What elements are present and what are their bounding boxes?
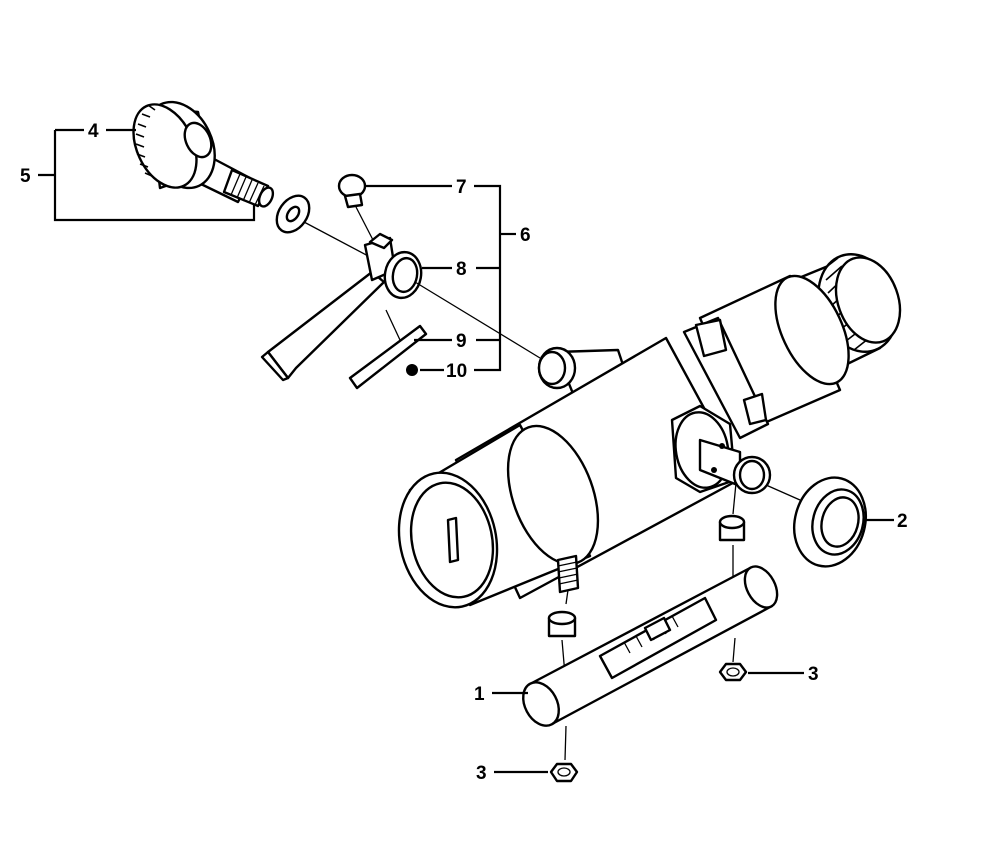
callout-4: 4 <box>88 121 99 142</box>
scope-body <box>397 253 902 609</box>
assembly-line <box>303 221 373 259</box>
spacer-upper <box>718 514 746 542</box>
assembly-line <box>414 281 541 359</box>
part-8-bracket <box>260 232 423 382</box>
part-3-nut-right <box>718 662 748 682</box>
callout-6: 6 <box>520 225 531 246</box>
assembly-line <box>564 725 567 761</box>
part-4-focus-knob <box>132 100 275 208</box>
callout-1: 1 <box>474 684 485 705</box>
callout-3-bottom: 3 <box>476 763 487 784</box>
part-9-plate <box>348 324 428 390</box>
part-10-screw <box>406 364 418 376</box>
callout-9: 9 <box>456 331 467 352</box>
callout-5: 5 <box>20 166 31 187</box>
part-1-spirit-level <box>522 565 779 727</box>
part-2-ring <box>793 476 867 568</box>
part-7-thumb-screw <box>337 173 374 241</box>
assembly-line <box>565 589 569 605</box>
assembly-line <box>732 637 736 663</box>
spacer-lower <box>547 610 577 638</box>
leader-lines <box>38 128 894 774</box>
callout-3-right: 3 <box>808 664 819 685</box>
callout-2: 2 <box>897 511 908 532</box>
callout-8: 8 <box>456 259 467 280</box>
assembly-line <box>765 484 801 501</box>
part-3-nut-bottom <box>549 762 579 783</box>
callout-10: 10 <box>446 361 467 382</box>
assembly-line <box>732 482 737 515</box>
callout-7: 7 <box>456 177 467 198</box>
washer <box>275 194 311 234</box>
